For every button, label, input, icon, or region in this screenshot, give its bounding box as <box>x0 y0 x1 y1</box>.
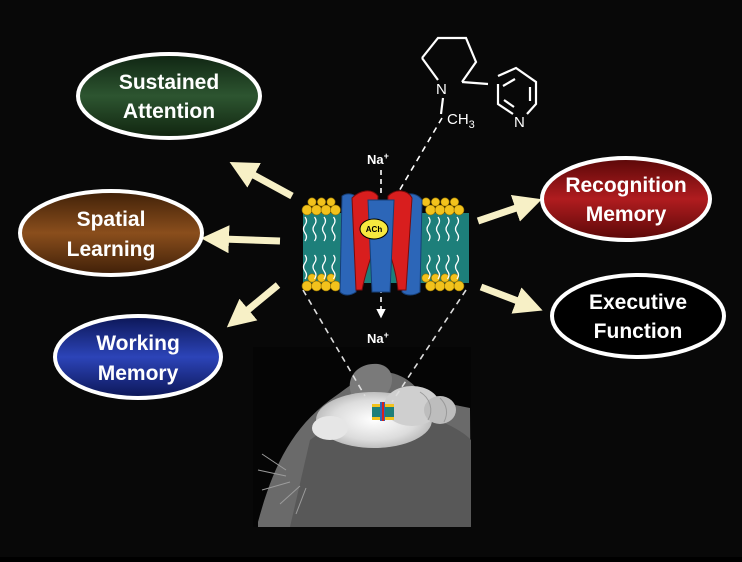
lipid-tail <box>312 216 317 242</box>
lipid-head <box>425 280 436 292</box>
lipid-head <box>316 273 326 283</box>
lipid-tail <box>321 216 327 242</box>
lipid-head <box>307 197 317 207</box>
mini-membrane <box>372 402 394 421</box>
lipid-head <box>453 280 465 292</box>
lipid-heads <box>301 197 465 292</box>
lipid-head <box>421 273 431 283</box>
oval-spatial-learning-line1: Spatial <box>77 208 146 231</box>
arrow-to-working-memory <box>226 282 281 328</box>
lipid-head <box>421 197 431 207</box>
arrow-to-spatial-learning <box>201 225 281 254</box>
oval-recognition-memory: Recognition Memory <box>540 156 712 242</box>
lipid-tail <box>454 216 460 242</box>
lipid-head <box>326 273 336 283</box>
lipid-head <box>301 280 313 292</box>
lipid-head <box>453 204 465 216</box>
lipid-head <box>440 197 450 207</box>
oval-sustained-attention: Sustained Attention <box>76 52 262 140</box>
lipid-tail <box>426 254 431 280</box>
lipid-head <box>449 197 459 207</box>
lipid-tail <box>454 254 460 280</box>
lipid-head <box>301 204 313 216</box>
methyl-group: CH3 <box>447 111 475 131</box>
lipid-tail <box>302 254 308 280</box>
pyrrolidine-nitrogen: N <box>436 81 447 98</box>
lipid-head <box>444 280 455 292</box>
lipid-tail <box>331 216 336 242</box>
lipid-head <box>311 204 322 216</box>
lipid-tail <box>312 254 317 280</box>
arrow-to-executive-function <box>479 283 543 314</box>
lipid-head <box>320 280 332 292</box>
arrow-to-sustained-attention <box>229 161 294 200</box>
lipid-tails <box>302 216 460 280</box>
lipid-head <box>444 204 455 216</box>
lipid-tail <box>445 216 450 242</box>
acetylcholine-label: ACh <box>366 225 383 234</box>
lipid-head <box>430 273 440 283</box>
oval-spatial-learning: Spatial Learning <box>18 189 204 277</box>
oval-working-memory: Working Memory <box>53 314 223 400</box>
oval-executive-function-line1: Executive <box>589 291 687 314</box>
lipid-tail <box>426 216 431 242</box>
lipid-head <box>320 204 332 216</box>
lipid-tail <box>445 254 450 280</box>
pyridine-nitrogen: N <box>514 114 525 131</box>
zoom-lines <box>302 289 467 403</box>
sodium-ion-bottom: Na+ <box>367 330 389 346</box>
lipid-head <box>430 197 440 207</box>
lipid-head <box>434 204 446 216</box>
oval-working-memory-line1: Working <box>96 332 180 355</box>
oval-working-memory-line2: Memory <box>98 362 179 385</box>
lipid-head <box>330 204 341 216</box>
lipid-tail <box>321 254 327 280</box>
arrow-to-recognition-memory <box>476 195 542 225</box>
lipid-head <box>425 204 436 216</box>
lipid-tail <box>435 216 441 242</box>
lipid-head <box>434 280 446 292</box>
oval-spatial-learning-line2: Learning <box>67 238 156 261</box>
oval-recognition-memory-line1: Recognition <box>565 174 686 197</box>
lipid-tail <box>331 254 336 280</box>
oval-sustained-attention-line1: Sustained <box>119 71 219 94</box>
lipid-head <box>307 273 317 283</box>
lipid-head <box>330 280 341 292</box>
lipid-head <box>449 273 459 283</box>
nicotinic-receptor-channel: ACh <box>339 190 423 296</box>
nicotine-molecule <box>421 36 538 115</box>
mouse-brain-image <box>253 347 471 527</box>
oval-sustained-attention-line2: Attention <box>123 100 215 123</box>
arrows <box>201 161 543 328</box>
oval-recognition-memory-line2: Memory <box>586 203 667 226</box>
lipid-tail <box>302 216 308 242</box>
lipid-head <box>440 273 450 283</box>
lipid-head <box>311 280 322 292</box>
lipid-tail <box>435 254 441 280</box>
oval-executive-function: Executive Function <box>550 273 726 359</box>
lipid-head <box>326 197 336 207</box>
sodium-ion-top: Na+ <box>367 151 389 167</box>
oval-executive-function-line2: Function <box>594 320 683 343</box>
lipid-head <box>316 197 326 207</box>
